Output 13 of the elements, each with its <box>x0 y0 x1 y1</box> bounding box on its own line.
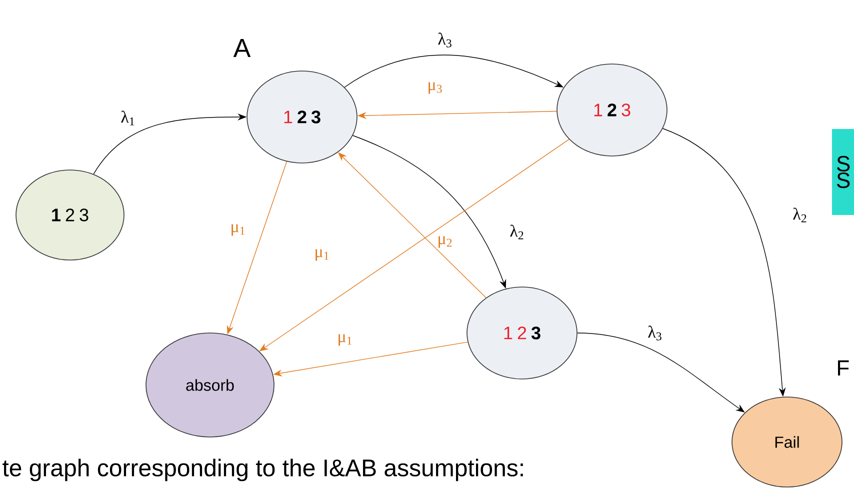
edge-label: μ$_{1}$ <box>336 333 354 347</box>
state-name: A <box>233 39 251 57</box>
edge-label: μ$_{1}$ <box>313 248 331 262</box>
note-box: S S <box>832 129 854 215</box>
edge-label: μ$_{2}$ <box>436 235 454 249</box>
letter-label: F <box>838 360 849 376</box>
edge-label: μ$_{1}$ <box>229 223 247 237</box>
edge-label: μ$_{3}$ <box>426 81 444 95</box>
edge-label: λ$_{3}$ <box>436 32 454 48</box>
edge-label: λ$_{3}$ <box>646 324 664 342</box>
edge-label: λ$_{1}$ <box>120 110 136 126</box>
edge-label: λ$_{2}$ <box>792 206 808 224</box>
edge-label: λ$_{2}$ <box>508 224 526 240</box>
